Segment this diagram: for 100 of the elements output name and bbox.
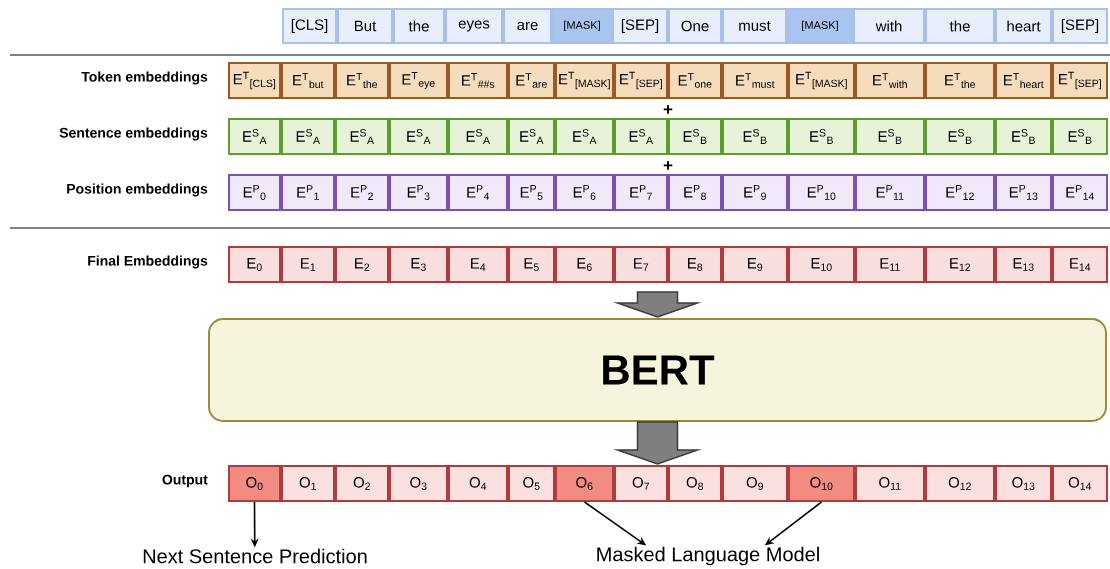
output-cell: O$_{11}$ bbox=[855, 465, 925, 502]
token-embedding-cell: E$^{T}$[MASK] bbox=[555, 62, 614, 99]
final-embedding-cell: E$_{8}$ bbox=[668, 246, 722, 283]
sentence-embedding-cell: E$^{S}$A bbox=[228, 118, 281, 155]
token-embedding-cell: E$^{T}$[SEP] bbox=[1052, 62, 1108, 99]
output-cell: O$_{6}$ bbox=[555, 465, 614, 502]
output-cell: O$_{12}$ bbox=[925, 465, 995, 502]
sentence-embedding-cell: E$^{S}$A bbox=[448, 118, 508, 155]
sentence-embedding-cell: E$^{S}$B bbox=[1052, 118, 1108, 155]
row-label: Position embeddings bbox=[67, 183, 208, 197]
block-arrow bbox=[613, 291, 702, 318]
output-cell: O$_{9}$ bbox=[722, 465, 788, 502]
final-embedding-cell: E$_{9}$ bbox=[722, 246, 788, 283]
sentence-embedding-cell: E$^{S}$A bbox=[335, 118, 389, 155]
token-cell: heart bbox=[995, 8, 1052, 44]
output-cell: O$_{1}$ bbox=[281, 465, 335, 502]
token-cell: are bbox=[503, 8, 552, 44]
row-label: Token embeddings bbox=[81, 71, 208, 85]
token-embedding-cell: E$^{T}$one bbox=[668, 62, 722, 99]
position-embedding-cell: E$^{P}$10 bbox=[788, 174, 855, 211]
token-embedding-cell: E$^{T}$heart bbox=[995, 62, 1052, 99]
final-embedding-cell: E$_{14}$ bbox=[1052, 246, 1108, 283]
token-embedding-cell: E$^{T}$are bbox=[508, 62, 555, 99]
output-cell: O$_{7}$ bbox=[614, 465, 668, 502]
token-cell: [CLS] bbox=[282, 8, 337, 44]
row-label: Final Embeddings bbox=[88, 255, 208, 269]
token-cell: One bbox=[668, 8, 722, 44]
sentence-embedding-cell: E$^{S}$B bbox=[668, 118, 722, 155]
token-embedding-cell: E$^{T}$##s bbox=[448, 62, 508, 99]
output-cell: O$_{8}$ bbox=[668, 465, 722, 502]
output-cell: O$_{14}$ bbox=[1052, 465, 1108, 502]
final-embedding-cell: E$_{4}$ bbox=[448, 246, 508, 283]
token-cell: with bbox=[853, 8, 925, 44]
row-label: Sentence embeddings bbox=[59, 127, 208, 141]
token-cell: the bbox=[393, 8, 445, 44]
token-embedding-cell: E$^{T}$must bbox=[722, 62, 788, 99]
output-cell: O$_{4}$ bbox=[448, 465, 508, 502]
position-embedding-cell: E$^{P}$6 bbox=[555, 174, 614, 211]
final-embedding-cell: E$_{10}$ bbox=[788, 246, 855, 283]
final-embedding-cell: E$_{7}$ bbox=[614, 246, 668, 283]
token-cell: must bbox=[722, 8, 787, 44]
output-cell: O$_{10}$ bbox=[788, 465, 855, 502]
token-cell: the bbox=[925, 8, 995, 44]
position-embedding-cell: E$^{P}$7 bbox=[614, 174, 668, 211]
position-embedding-cell: E$^{P}$13 bbox=[995, 174, 1052, 211]
sentence-embedding-cell: E$^{S}$A bbox=[614, 118, 668, 155]
final-embedding-cell: E$_{11}$ bbox=[855, 246, 925, 283]
sentence-embedding-cell: E$^{S}$A bbox=[508, 118, 555, 155]
token-cell: [SEP] bbox=[1052, 8, 1108, 44]
token-cell: [MASK] bbox=[552, 8, 612, 44]
position-embedding-cell: E$^{P}$14 bbox=[1052, 174, 1108, 211]
token-cell: [SEP] bbox=[612, 8, 668, 44]
output-cell: O$_{3}$ bbox=[389, 465, 448, 502]
position-embedding-cell: E$^{P}$12 bbox=[925, 174, 995, 211]
final-embedding-cell: E$_{13}$ bbox=[995, 246, 1052, 283]
position-embedding-cell: E$^{P}$5 bbox=[508, 174, 555, 211]
model-box: BERT bbox=[208, 318, 1107, 422]
plus-sign: + bbox=[663, 161, 673, 170]
sentence-embedding-cell: E$^{S}$B bbox=[788, 118, 855, 155]
final-embedding-cell: E$_{3}$ bbox=[389, 246, 448, 283]
block-arrow bbox=[613, 421, 702, 465]
token-cell: eyes bbox=[445, 8, 503, 44]
sentence-embedding-cell: E$^{S}$A bbox=[389, 118, 448, 155]
position-embedding-cell: E$^{P}$4 bbox=[448, 174, 508, 211]
sentence-embedding-cell: E$^{S}$B bbox=[995, 118, 1052, 155]
sentence-embedding-cell: E$^{S}$B bbox=[925, 118, 995, 155]
token-embedding-cell: E$^{T}$the bbox=[335, 62, 389, 99]
final-embedding-cell: E$_{1}$ bbox=[281, 246, 335, 283]
output-cell: O$_{13}$ bbox=[995, 465, 1052, 502]
position-embedding-cell: E$^{P}$0 bbox=[228, 174, 281, 211]
output-cell: O$_{0}$ bbox=[228, 465, 281, 502]
sentence-embedding-cell: E$^{S}$B bbox=[722, 118, 788, 155]
position-embedding-cell: E$^{P}$8 bbox=[668, 174, 722, 211]
token-embedding-cell: E$^{T}$eye bbox=[389, 62, 448, 99]
position-embedding-cell: E$^{P}$1 bbox=[281, 174, 335, 211]
token-cell: But bbox=[337, 8, 393, 44]
token-cell: [MASK] bbox=[787, 8, 853, 44]
token-embedding-cell: E$^{T}$but bbox=[281, 62, 335, 99]
task-label: Next Sentence Prediction bbox=[143, 548, 367, 564]
final-embedding-cell: E$_{2}$ bbox=[335, 246, 389, 283]
token-embedding-cell: E$^{T}$[SEP] bbox=[614, 62, 668, 99]
position-embedding-cell: E$^{P}$9 bbox=[722, 174, 788, 211]
position-embedding-cell: E$^{P}$3 bbox=[389, 174, 448, 211]
sentence-embedding-cell: E$^{S}$A bbox=[555, 118, 614, 155]
final-embedding-cell: E$_{5}$ bbox=[508, 246, 555, 283]
row-label: Output bbox=[162, 474, 208, 488]
token-embedding-cell: E$^{T}$[MASK] bbox=[788, 62, 855, 99]
plus-sign: + bbox=[663, 105, 673, 114]
task-label: Masked Language Model bbox=[597, 546, 819, 566]
token-embedding-cell: E$^{T}$with bbox=[855, 62, 925, 99]
token-embedding-cell: E$^{T}$[CLS] bbox=[228, 62, 281, 99]
position-embedding-cell: E$^{P}$2 bbox=[335, 174, 389, 211]
sentence-embedding-cell: E$^{S}$B bbox=[855, 118, 925, 155]
output-cell: O$_{5}$ bbox=[508, 465, 555, 502]
position-embedding-cell: E$^{P}$11 bbox=[855, 174, 925, 211]
final-embedding-cell: E$_{0}$ bbox=[228, 246, 281, 283]
sentence-embedding-cell: E$^{S}$A bbox=[281, 118, 335, 155]
token-embedding-cell: E$^{T}$the bbox=[925, 62, 995, 99]
final-embedding-cell: E$_{12}$ bbox=[925, 246, 995, 283]
output-cell: O$_{2}$ bbox=[335, 465, 389, 502]
